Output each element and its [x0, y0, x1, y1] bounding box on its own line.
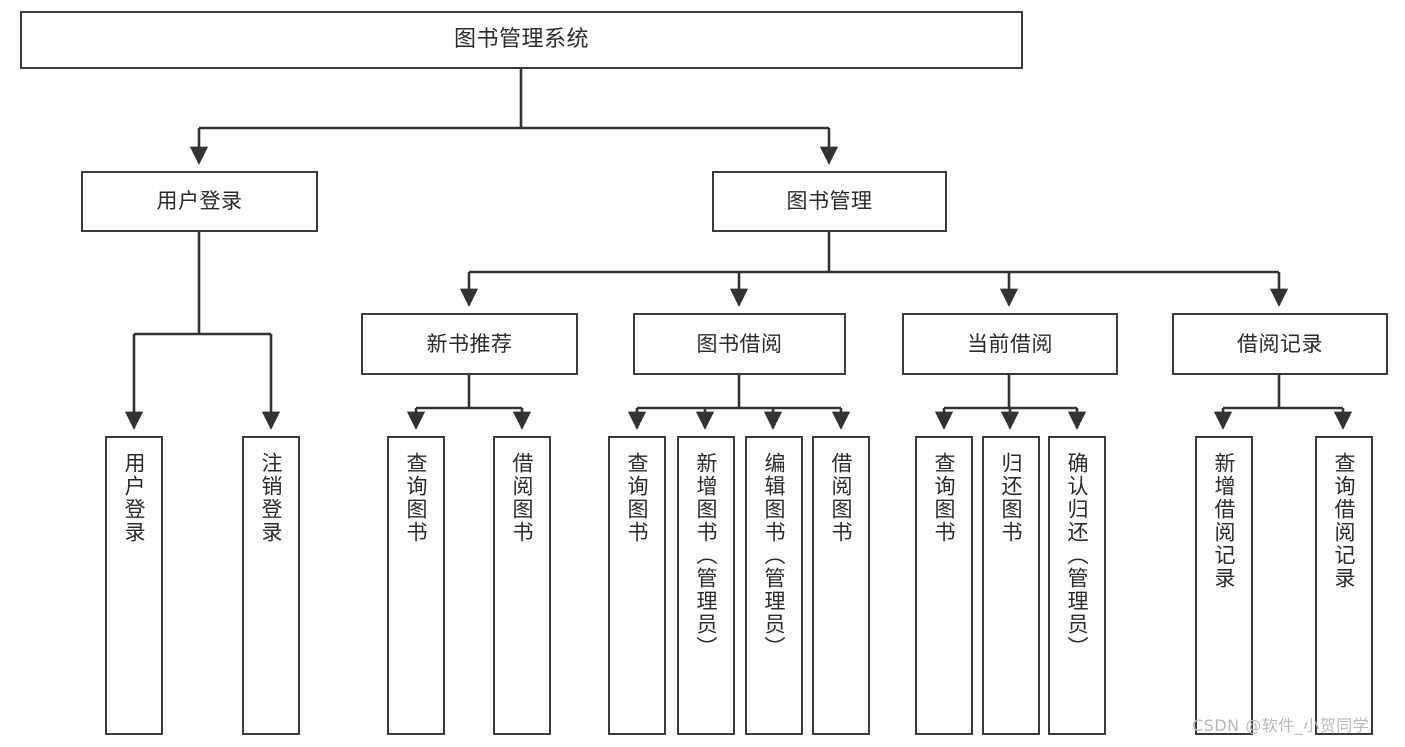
node-label: 注销登录	[259, 452, 284, 544]
node-label: 新增借阅记录	[1212, 452, 1237, 590]
node-new-book-recommend[interactable]: 新书推荐	[361, 313, 578, 375]
leaf-record-query-borrow-record[interactable]: 查询借阅记录	[1315, 436, 1373, 735]
node-label: 查询图书	[404, 452, 429, 544]
node-borrow-record[interactable]: 借阅记录	[1172, 313, 1388, 375]
node-label: 用户登录	[122, 452, 147, 544]
leaf-record-add-borrow-record[interactable]: 新增借阅记录	[1195, 436, 1253, 735]
node-label: 借阅图书	[510, 452, 535, 544]
node-label: 确认归还（管理员）	[1065, 452, 1090, 659]
node-label: 用户登录	[156, 189, 243, 214]
leaf-current-query-book[interactable]: 查询图书	[915, 436, 973, 735]
node-label: 查询借阅记录	[1332, 452, 1357, 590]
leaf-borrow-add-book-admin[interactable]: 新增图书（管理员）	[677, 436, 735, 735]
leaf-user-login[interactable]: 用户登录	[105, 436, 163, 735]
node-label: 图书借阅	[696, 331, 783, 356]
node-label: 当前借阅	[967, 331, 1053, 356]
node-root-system[interactable]: 图书管理系统	[20, 11, 1023, 69]
leaf-borrow-borrow-book[interactable]: 借阅图书	[812, 436, 870, 735]
node-current-borrow[interactable]: 当前借阅	[902, 313, 1118, 375]
node-label: 新增图书（管理员）	[694, 452, 719, 659]
node-label: 借阅记录	[1237, 331, 1323, 356]
node-label: 图书管理系统	[453, 27, 589, 53]
leaf-recommend-borrow-book[interactable]: 借阅图书	[493, 436, 551, 735]
node-book-management[interactable]: 图书管理	[712, 171, 947, 232]
leaf-borrow-edit-book-admin[interactable]: 编辑图书（管理员）	[745, 436, 803, 735]
leaf-current-return-book[interactable]: 归还图书	[982, 436, 1040, 735]
node-label: 图书管理	[786, 189, 873, 214]
leaf-borrow-query-book[interactable]: 查询图书	[608, 436, 666, 735]
node-label: 新书推荐	[426, 331, 513, 356]
leaf-current-confirm-return-admin[interactable]: 确认归还（管理员）	[1048, 436, 1106, 735]
node-book-borrow[interactable]: 图书借阅	[633, 313, 846, 375]
leaf-logout-login[interactable]: 注销登录	[242, 436, 300, 735]
node-label: 查询图书	[625, 452, 650, 544]
node-label: 查询图书	[932, 452, 957, 544]
leaf-recommend-query-book[interactable]: 查询图书	[387, 436, 445, 735]
node-label: 编辑图书（管理员）	[762, 452, 787, 659]
node-user-login[interactable]: 用户登录	[81, 171, 318, 232]
node-label: 借阅图书	[829, 452, 854, 544]
node-label: 归还图书	[999, 452, 1024, 544]
watermark: CSDN @软件_小贺同学	[1192, 716, 1370, 735]
